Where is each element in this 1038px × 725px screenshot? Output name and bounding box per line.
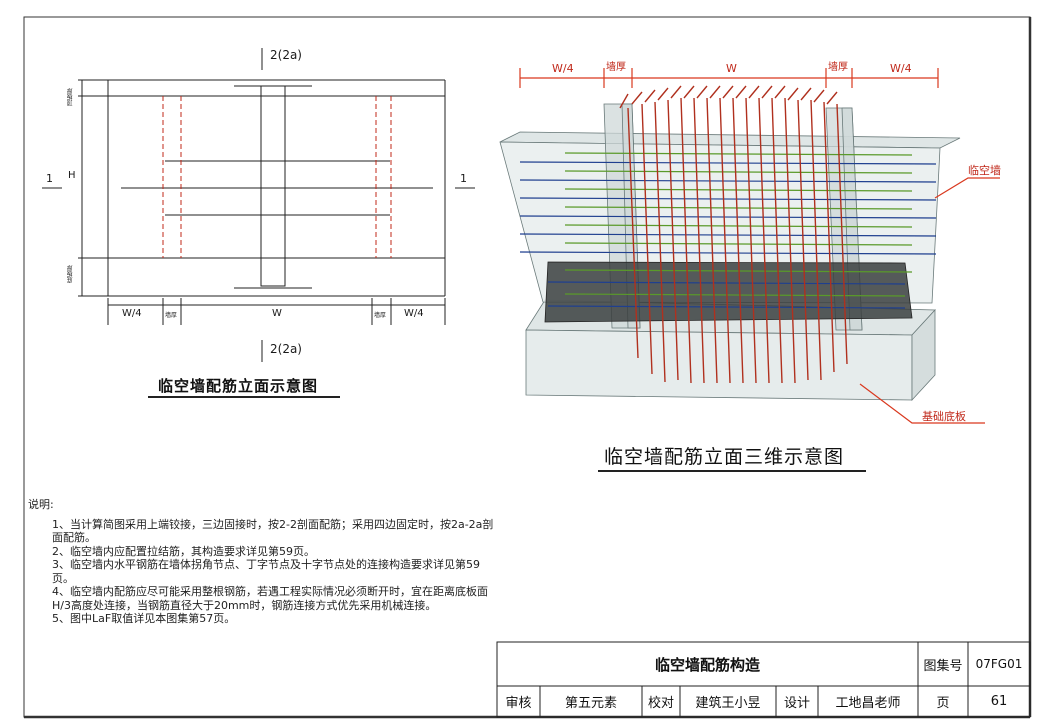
section-mark-left: 1 [46, 172, 53, 185]
iso-caption: 临空墙配筋立面三维示意图 [604, 446, 845, 468]
iso-dim-wall-right: 墙厚 [828, 62, 848, 73]
iso-drawing [499, 68, 1000, 472]
dim-wall-right-label: 墙厚 [374, 312, 387, 319]
note-item: 1、当计算简图采用上端铰接，三边固接时，按2-2剖面配筋；采用四边固定时，按2a… [52, 517, 494, 545]
note-item: 5、图中LaF取值详见本图集第57页。 [52, 612, 236, 625]
section-mark-right: 1 [460, 172, 467, 185]
notes-heading: 说明: [28, 498, 54, 511]
dim-w-label: W [272, 308, 282, 319]
atlas-number: 07FG01 [975, 657, 1023, 671]
note-item: 3、临空墙内水平钢筋在墙体拐角节点、丁字节点及十字节点处的连接构造要求详见第59… [52, 558, 480, 585]
page-label: 页 [936, 696, 950, 711]
label-wall: 临空墙 [968, 164, 1001, 177]
dim-w4-left-label: W/4 [122, 308, 142, 319]
iso-dim-w4-left: W/4 [552, 62, 574, 75]
design-name: 工地昌老师 [835, 696, 901, 711]
section-mark-top: 2(2a) [270, 48, 302, 62]
check-name: 建筑王小昱 [695, 696, 761, 711]
iso-dim-w: W [726, 62, 737, 75]
dim-wall-left-label: 墙厚 [165, 312, 178, 319]
review-label: 审核 [505, 696, 532, 711]
drawing-title: 临空墙配筋构造 [654, 655, 760, 674]
notes: 说明: 1、当计算简图采用上端铰接，三边固接时，按2-2剖面配筋；采用四边固定时… [28, 498, 498, 626]
note-item: 2、临空墙内应配置拉结筋，其构造要求详见第59页。 [52, 544, 315, 558]
dim-w4-right-label: W/4 [404, 308, 424, 319]
page-number: 61 [990, 694, 1008, 709]
review-name: 第五元素 [564, 696, 617, 711]
check-label: 校对 [647, 696, 674, 711]
note-item: 4、临空墙内配筋应尽可能采用整根钢筋，若遇工程实际情况必须断开时，宜在距离底板面… [52, 585, 488, 612]
atlas-label: 图集号 [923, 658, 963, 674]
elevation-caption: 临空墙配筋立面示意图 [158, 377, 319, 395]
dim-h-label: H [68, 170, 76, 181]
elevation-drawing [42, 48, 475, 398]
design-label: 设计 [783, 696, 810, 711]
section-mark-bottom: 2(2a) [270, 342, 302, 356]
iso-dim-w4-right: W/4 [890, 62, 912, 75]
iso-dim-wall-left: 墙厚 [606, 62, 626, 73]
label-base: 基础底板 [922, 410, 966, 423]
